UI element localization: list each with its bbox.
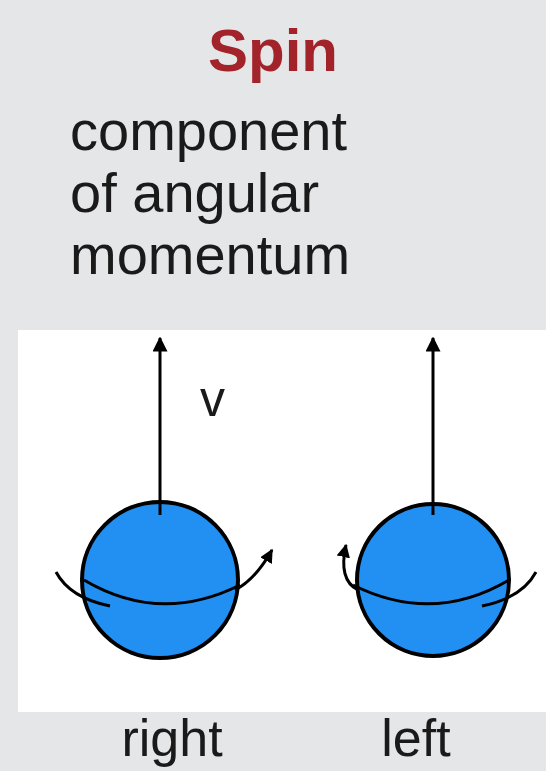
handedness-label: right xyxy=(121,710,222,767)
sphere-left xyxy=(344,338,536,656)
sphere-right xyxy=(56,338,272,658)
handedness-label: left xyxy=(381,710,450,767)
white-panel xyxy=(18,330,546,712)
velocity-label: v xyxy=(200,372,225,427)
title: Spin xyxy=(0,18,546,84)
subtitle: component of angular momentum xyxy=(70,100,400,286)
